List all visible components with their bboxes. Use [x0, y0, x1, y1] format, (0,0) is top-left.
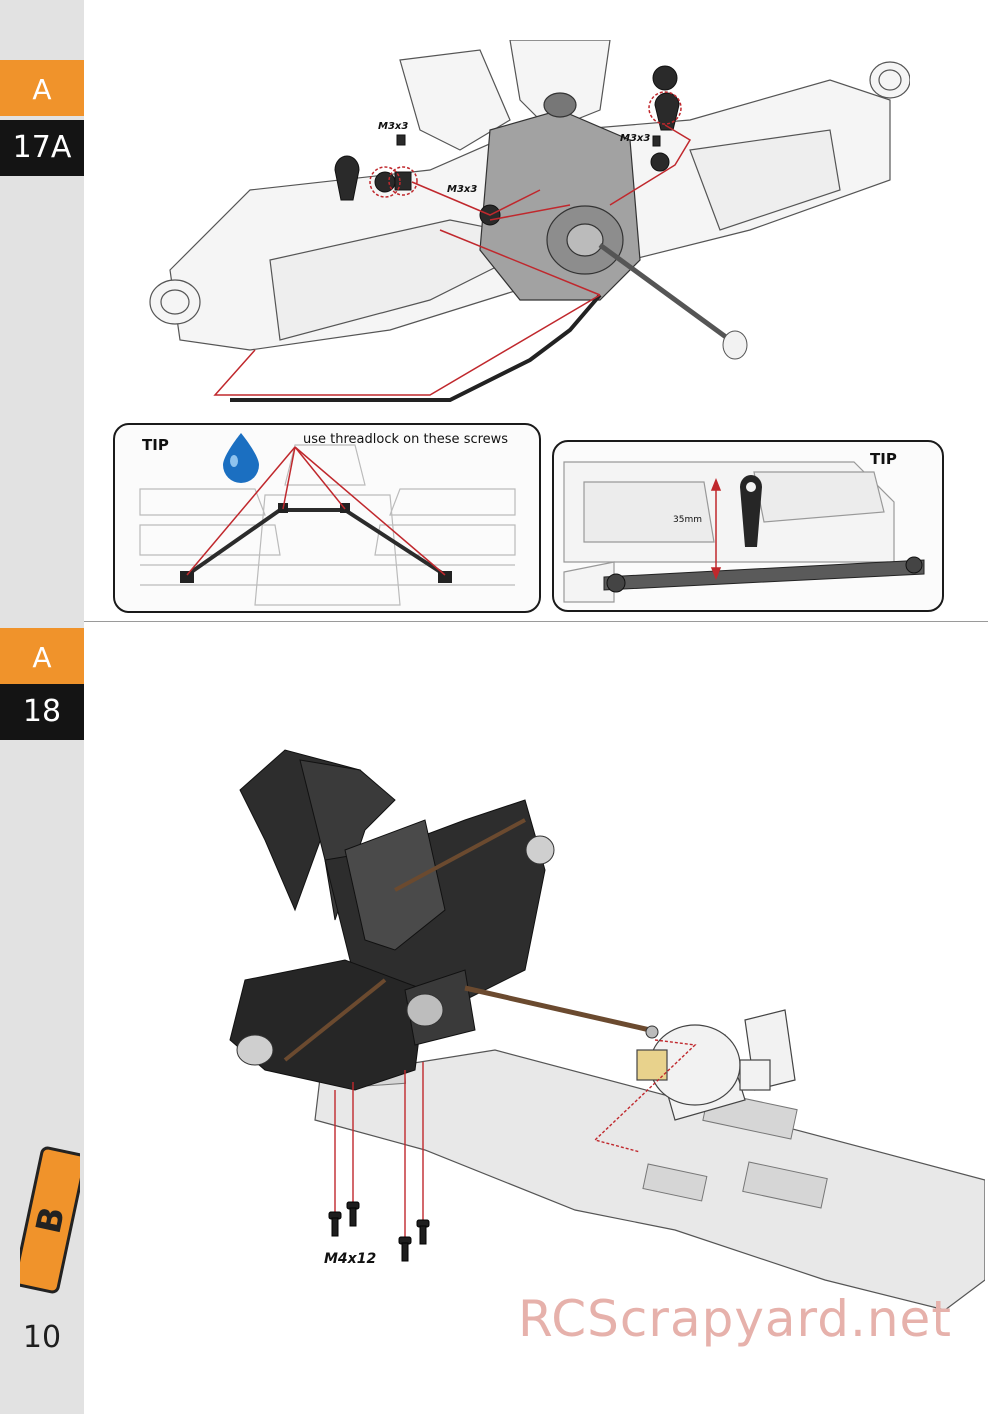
- screw-label-m4x12: M4x12: [324, 1251, 377, 1267]
- threadlock-drop-icon: [223, 433, 259, 483]
- threadlock-note: use threadlock on these screws: [303, 432, 509, 447]
- screw-callout-3: M3x3: [447, 184, 478, 195]
- section-divider: [84, 621, 988, 622]
- step-17a-number: 17A: [0, 120, 84, 176]
- tip-link-length-drawing: [563, 461, 925, 603]
- screw-callout-1: M3x3: [378, 121, 409, 132]
- step-17a-rear-axle-drawing: [149, 40, 910, 402]
- step-18-number: 18: [0, 684, 84, 740]
- step-17a-letter: A: [0, 60, 84, 116]
- tip-title-right: TIP: [870, 450, 897, 468]
- tip-box-threadlock: TIP use threadlock on these screws: [113, 423, 541, 613]
- tip-box-link-length: TIP 35mm: [552, 440, 944, 612]
- step-18-rear-pod-drawing: [229, 749, 985, 1310]
- screw-callout-2: M3x3: [620, 133, 651, 144]
- step-18-letter: A: [0, 628, 84, 684]
- tip-title-left: TIP: [142, 436, 169, 454]
- brand-logo: B: [20, 1146, 80, 1294]
- watermark: RCScrapyard.net: [518, 1290, 952, 1348]
- page-number: 10: [22, 1320, 62, 1355]
- link-length-dimension: 35mm: [673, 515, 702, 525]
- tip-threadlock-drawing: [139, 433, 516, 606]
